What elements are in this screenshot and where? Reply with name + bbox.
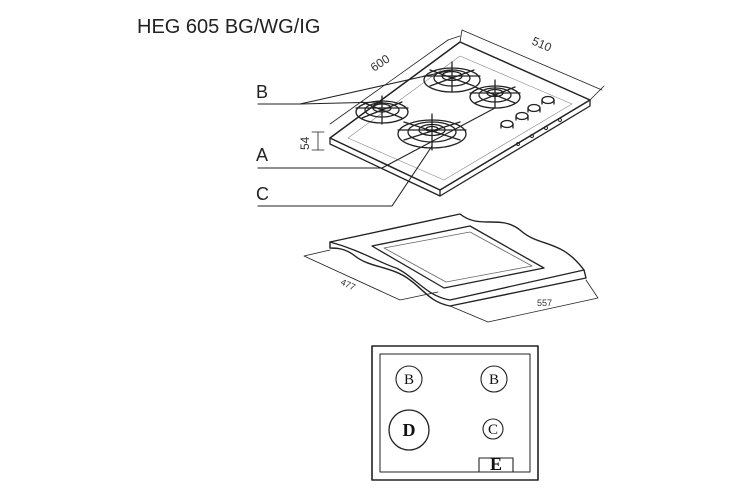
dim-width-label: 600 xyxy=(368,52,393,75)
zone-top-left-label: B xyxy=(404,372,414,388)
dim-depth-label: 510 xyxy=(530,34,554,55)
model-title: HEG 605 BG/WG/IG xyxy=(137,16,321,38)
burner-label-b: B xyxy=(256,82,268,102)
burner-label-c: C xyxy=(256,184,269,204)
burner-wok-c xyxy=(397,113,467,151)
burner-right-a xyxy=(469,79,521,109)
cutout-width-label: 557 xyxy=(537,298,552,308)
burner-top-b xyxy=(423,61,481,93)
zone-top-right-label: B xyxy=(489,372,499,388)
control-panel-label: E xyxy=(490,454,502,474)
zone-bottom-right-label: C xyxy=(488,422,498,438)
control-knobs xyxy=(500,95,555,129)
cutout-drawing xyxy=(303,213,599,323)
dim-height-label: 54 xyxy=(298,136,312,150)
burner-left-b xyxy=(355,95,409,125)
hob-isometric xyxy=(257,29,605,207)
burner-layout-schematic xyxy=(371,345,539,481)
zone-bottom-left-label: D xyxy=(403,420,416,440)
burner-label-a: A xyxy=(256,145,268,165)
knob-markers xyxy=(516,118,562,146)
